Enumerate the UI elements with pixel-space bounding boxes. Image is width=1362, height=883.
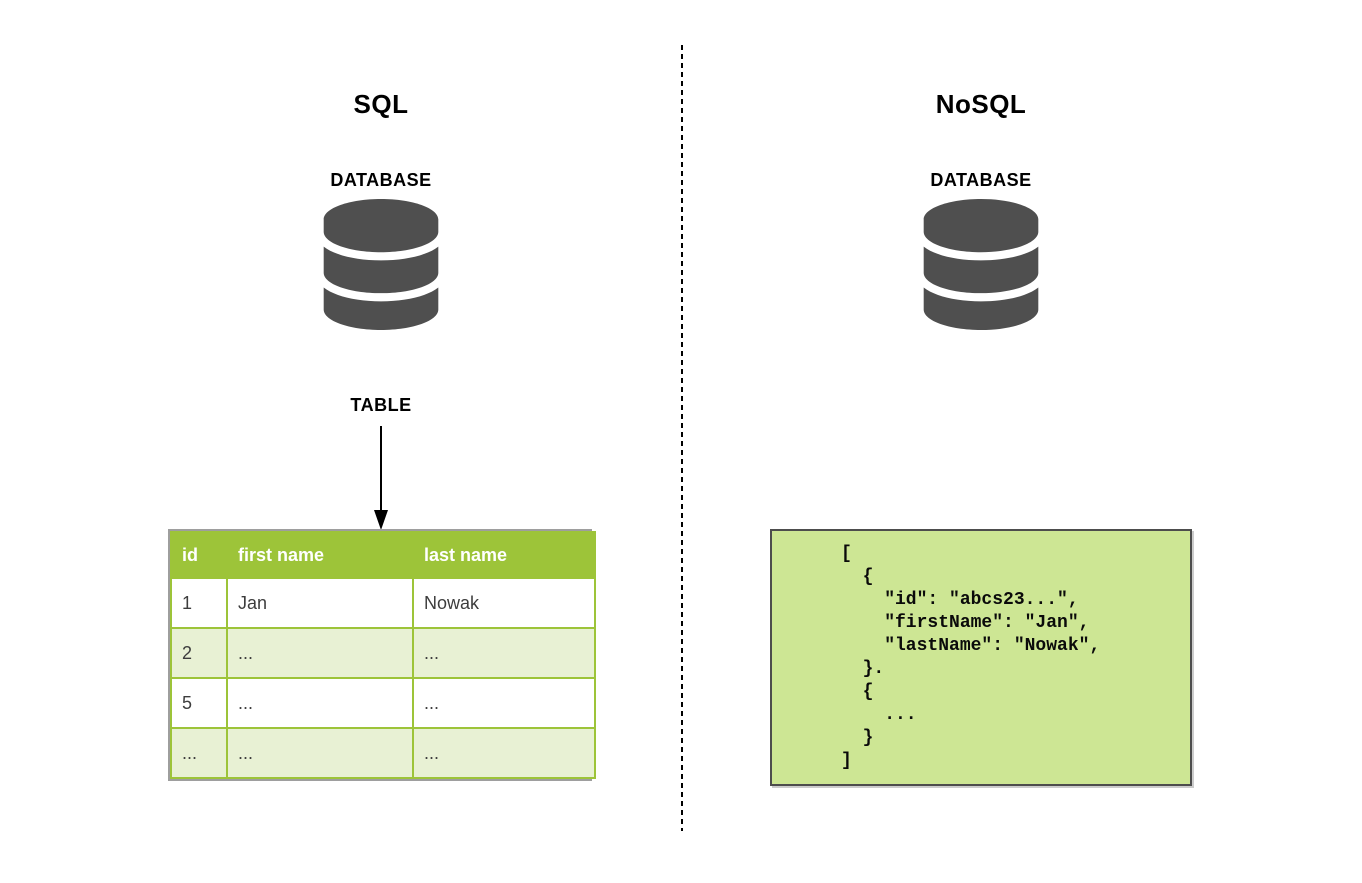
- cell-id: 5: [170, 677, 228, 729]
- database-icon: [323, 199, 439, 330]
- sql-panel-title: SQL: [353, 89, 409, 119]
- cell-id: 1: [170, 577, 228, 629]
- sql-database-label: DATABASE: [330, 170, 432, 190]
- table-row: 5 ... ...: [170, 677, 596, 729]
- table-header-row: id first name last name: [170, 531, 596, 579]
- table-row: ... ... ...: [170, 727, 596, 779]
- cell-first-name: ...: [226, 677, 414, 729]
- json-code: [ { "id": "abcs23...", "firstName": "Jan…: [841, 544, 1101, 771]
- cell-first-name: Jan: [226, 577, 414, 629]
- cell-first-name: ...: [226, 727, 414, 779]
- cell-id: ...: [170, 727, 228, 779]
- cell-last-name: ...: [412, 677, 596, 729]
- table-row: 1 Jan Nowak: [170, 577, 596, 629]
- column-header-last-name: last name: [412, 531, 596, 579]
- divider-dashed-line: [681, 45, 683, 831]
- table-label: TABLE: [350, 395, 412, 415]
- table-row: 2 ... ...: [170, 627, 596, 679]
- column-header-id: id: [170, 531, 228, 579]
- arrow-down-icon: [374, 426, 388, 530]
- sql-table: id first name last name 1 Jan Nowak 2 ..…: [168, 529, 596, 781]
- nosql-panel-title: NoSQL: [935, 89, 1027, 119]
- column-header-first-name: first name: [226, 531, 414, 579]
- cell-last-name: ...: [412, 627, 596, 679]
- nosql-database-label: DATABASE: [930, 170, 1032, 190]
- nosql-document-block: [ { "id": "abcs23...", "firstName": "Jan…: [770, 529, 1192, 786]
- database-icon: [923, 199, 1039, 330]
- cell-first-name: ...: [226, 627, 414, 679]
- cell-id: 2: [170, 627, 228, 679]
- cell-last-name: ...: [412, 727, 596, 779]
- cell-last-name: Nowak: [412, 577, 596, 629]
